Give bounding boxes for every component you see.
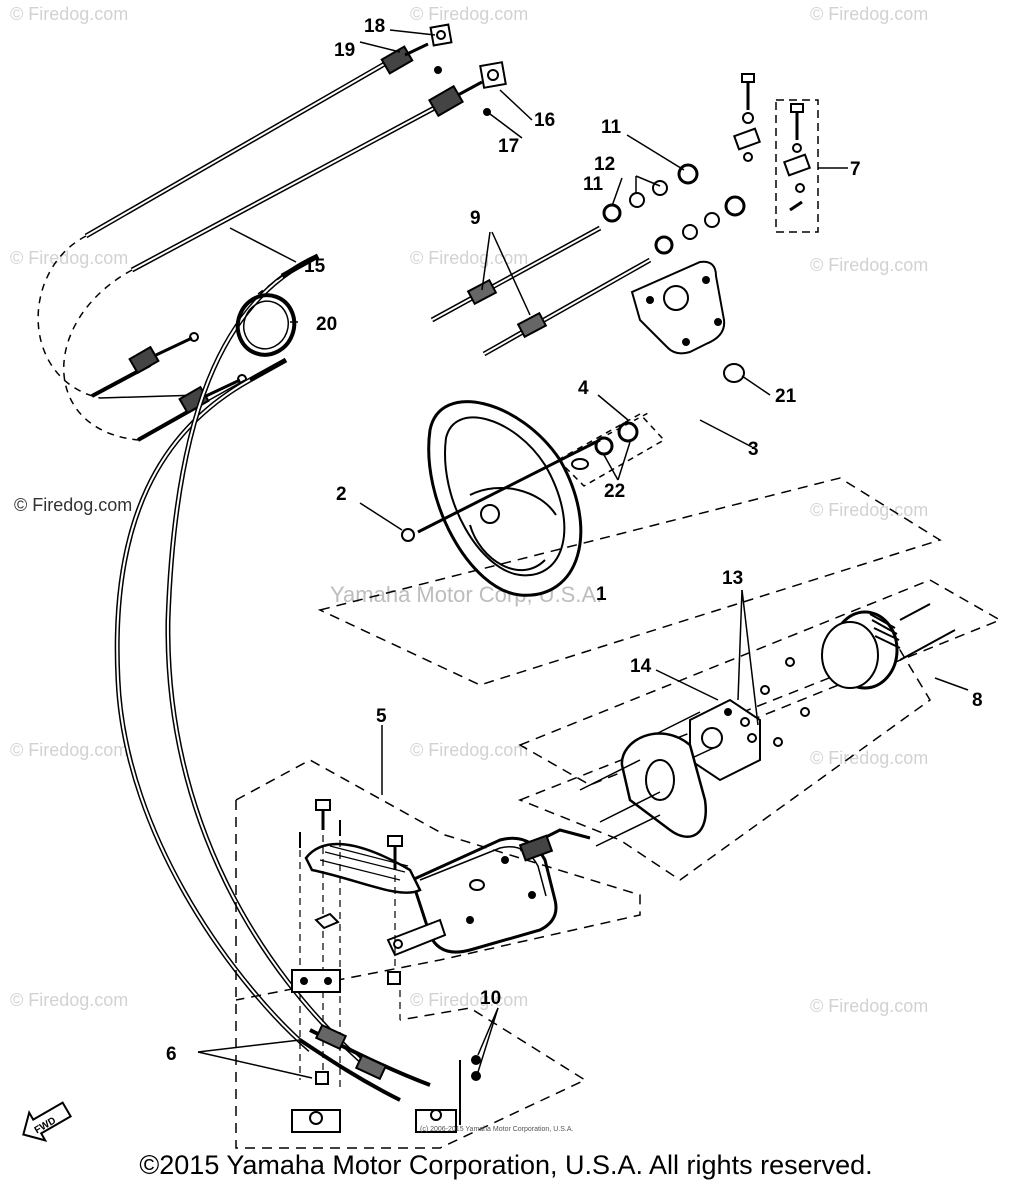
callout-2: 2 — [336, 484, 347, 505]
callout-19: 19 — [334, 40, 355, 61]
callout-15: 15 — [304, 256, 326, 277]
watermark: © Firedog.com — [410, 248, 529, 268]
cable-19 — [84, 42, 429, 239]
callout-1: 1 — [596, 584, 607, 605]
callout-5: 5 — [376, 706, 387, 727]
callout-11-upper: 11 — [601, 117, 622, 138]
watermark: © Firedog.com — [410, 4, 529, 24]
watermark-dark: © Firedog.com — [14, 495, 133, 515]
mount-plate-3 — [630, 260, 745, 383]
watermark: © Firedog.com — [810, 500, 929, 520]
callout-4: 4 — [578, 378, 589, 399]
fwd-arrow-icon — [22, 1101, 73, 1142]
callout-14: 14 — [630, 656, 652, 677]
steering-wheel-1 — [401, 400, 651, 597]
callout-20: 20 — [316, 314, 337, 335]
callout-9: 9 — [470, 208, 481, 229]
copyright-notice: ©2015 Yamaha Motor Corporation, U.S.A. A… — [139, 1150, 873, 1180]
bracket-18 — [429, 23, 453, 74]
callout-16: 16 — [534, 110, 555, 131]
leader-lines — [197, 29, 969, 1079]
callout-3: 3 — [748, 439, 759, 460]
callout-17: 17 — [498, 136, 519, 157]
hardware-11-12 — [602, 163, 746, 255]
callout-12: 12 — [594, 154, 615, 175]
watermark: © Firedog.com — [810, 4, 929, 24]
watermark: © Firedog.com — [10, 248, 129, 268]
watermark: © Firedog.com — [10, 4, 129, 24]
callout-7: 7 — [850, 159, 861, 180]
cable-end-7 — [732, 73, 819, 233]
helm-housing — [410, 828, 591, 954]
cable-9 — [430, 225, 652, 357]
cable-end-left — [91, 332, 247, 442]
callout-10: 10 — [480, 988, 501, 1009]
callout-8: 8 — [972, 690, 983, 711]
small-print: (c) 2006-2015 Yamaha Motor Corporation, … — [420, 1126, 574, 1133]
callout-21: 21 — [775, 386, 797, 407]
watermark: © Firedog.com — [10, 740, 129, 760]
mount-gasket — [579, 732, 708, 847]
bracket-16 — [479, 61, 507, 116]
watermark: © Firedog.com — [410, 990, 529, 1010]
callout-6: 6 — [166, 1044, 177, 1065]
callout-11-lower: 11 — [583, 174, 604, 195]
callout-13: 13 — [722, 568, 743, 589]
bolts-and-brackets-6 — [291, 799, 481, 1133]
callout-18: 18 — [364, 16, 385, 37]
grommet-20 — [235, 293, 297, 357]
callout-22: 22 — [604, 481, 625, 502]
watermark: © Firedog.com — [810, 748, 929, 768]
cable-15 — [130, 80, 483, 273]
bushings-22 — [556, 413, 666, 487]
watermark: © Firedog.com — [810, 255, 929, 275]
watermark: © Firedog.com — [410, 740, 529, 760]
watermark: © Firedog.com — [810, 996, 929, 1016]
watermark: © Firedog.com — [10, 990, 129, 1010]
helm-pulley-8 — [821, 603, 956, 690]
